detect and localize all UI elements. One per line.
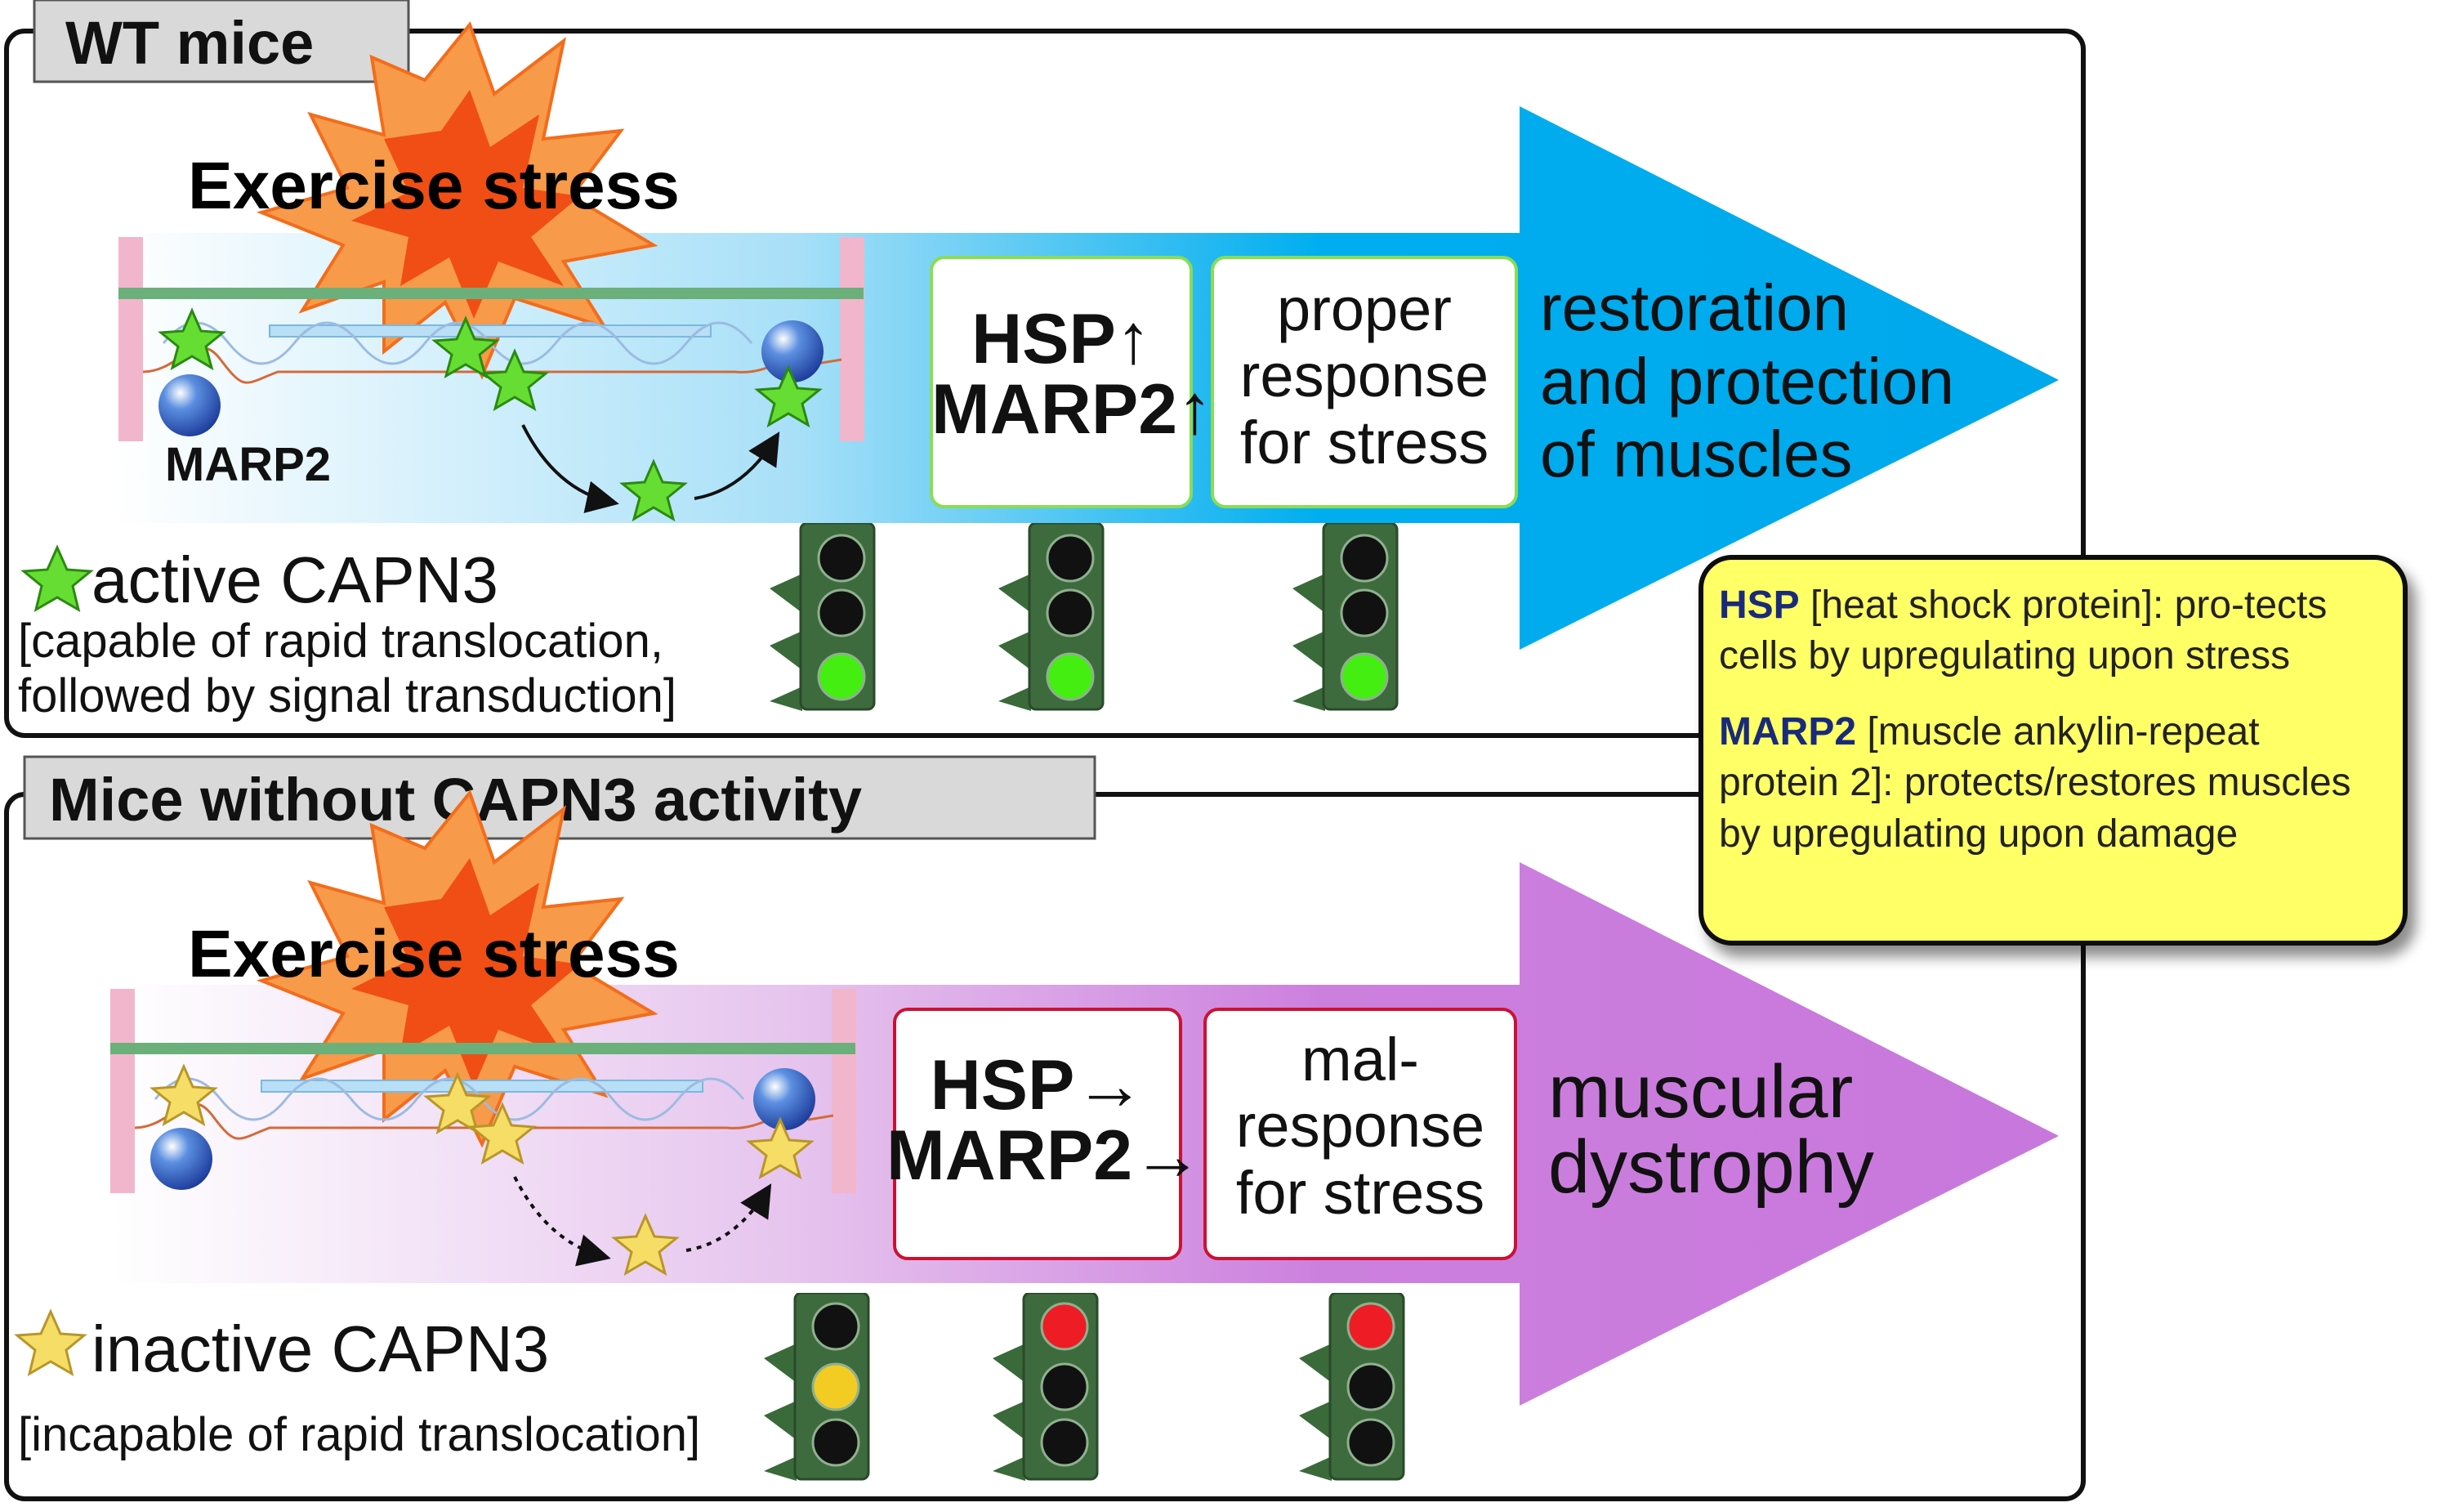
legend-active-note: followed by signal transduction] bbox=[18, 669, 677, 722]
capn3-star bbox=[423, 1071, 492, 1135]
legend-inactive-note: [incapable of rapid translocation] bbox=[18, 1408, 701, 1461]
traffic-light-1 bbox=[770, 523, 876, 711]
legend-active-title: active CAPN3 bbox=[92, 543, 498, 616]
marp2-term: MARP2 bbox=[1719, 709, 1857, 754]
stress-label: Exercise stress bbox=[188, 149, 680, 223]
hsp-level: HSP→ bbox=[930, 1046, 1145, 1125]
hsp-marp2-box bbox=[893, 1008, 1182, 1260]
traffic-light-3 bbox=[1299, 1293, 1405, 1481]
traffic-light-2 bbox=[998, 523, 1105, 711]
response-line: response bbox=[1239, 342, 1489, 410]
sarcomere-diagram bbox=[110, 989, 856, 1193]
response-line: response bbox=[1235, 1092, 1485, 1160]
definitions-note: HSP [heat shock protein]: pro-tects cell… bbox=[1719, 580, 2389, 884]
legend-star-inactive bbox=[14, 1308, 87, 1377]
outcome-line: muscular bbox=[1548, 1050, 1854, 1134]
capn3-star bbox=[150, 1063, 218, 1127]
capn3-star bbox=[468, 1102, 537, 1165]
response-line: proper bbox=[1277, 275, 1452, 343]
marp2-sphere-right bbox=[753, 1068, 815, 1130]
capn3-star bbox=[431, 315, 500, 379]
hsp-marp2-box bbox=[930, 256, 1193, 508]
panel-frame bbox=[4, 29, 2086, 738]
marp2-definition: MARP2 [muscle ankylin-repeat protein 2]:… bbox=[1719, 707, 2389, 860]
panel-wt: WT mice Exercise stress MARP2 bbox=[4, 0, 2086, 738]
translocation-arrow bbox=[521, 424, 619, 513]
legend-inactive-title: inactive CAPN3 bbox=[92, 1312, 550, 1385]
capn3-star bbox=[619, 458, 688, 522]
traffic-light-3 bbox=[1292, 523, 1399, 711]
outcome-line: dystrophy bbox=[1548, 1125, 1874, 1209]
marp2-level: MARP2↑ bbox=[931, 370, 1213, 449]
response-line: mal- bbox=[1301, 1026, 1419, 1093]
definitions-note-box bbox=[1698, 555, 2408, 946]
marp2-sphere-right bbox=[761, 320, 824, 382]
marp2-description: [muscle ankylin-repeat protein 2]: prote… bbox=[1719, 709, 2351, 856]
capn3-star bbox=[480, 348, 549, 412]
panel-no-capn3: Mice without CAPN3 activity Exercise str… bbox=[4, 755, 2086, 1501]
outcome-line: restoration bbox=[1540, 271, 1849, 344]
outcome-line: of muscles bbox=[1540, 418, 1853, 491]
capn3-star bbox=[746, 1116, 815, 1180]
translocation-arrow bbox=[513, 1176, 611, 1267]
response-box bbox=[1203, 1008, 1517, 1260]
stress-label: Exercise stress bbox=[188, 917, 680, 991]
marp2-label: MARP2 bbox=[165, 438, 331, 491]
hsp-definition: HSP [heat shock protein]: pro-tects cell… bbox=[1719, 580, 2389, 682]
marp2-level: MARP2→ bbox=[886, 1116, 1203, 1195]
response-line: for stress bbox=[1235, 1158, 1485, 1227]
translocation-arrow bbox=[685, 1183, 772, 1252]
panel-title-box bbox=[33, 0, 410, 83]
response-line: for stress bbox=[1239, 408, 1489, 476]
hsp-term: HSP bbox=[1719, 584, 1800, 627]
sarcomere-diagram bbox=[118, 237, 864, 441]
marp2-sphere-left bbox=[150, 1128, 212, 1190]
panel-title: WT mice bbox=[65, 9, 314, 77]
marp2-sphere-left bbox=[158, 374, 221, 436]
response-box bbox=[1211, 256, 1518, 508]
capn3-star bbox=[611, 1213, 680, 1277]
hsp-description: [heat shock protein]: pro-tects cells by… bbox=[1719, 584, 2328, 678]
hsp-level: HSP↑ bbox=[971, 300, 1151, 378]
legend-active-note: [capable of rapid translocation, bbox=[18, 615, 663, 668]
outcome-line: and protection bbox=[1540, 344, 1955, 418]
translocation-arrow bbox=[694, 432, 780, 500]
traffic-light-2 bbox=[993, 1293, 1099, 1481]
traffic-light-1 bbox=[764, 1293, 870, 1481]
capn3-star bbox=[754, 364, 823, 428]
capn3-star bbox=[158, 307, 226, 371]
legend-star-active bbox=[20, 544, 94, 613]
